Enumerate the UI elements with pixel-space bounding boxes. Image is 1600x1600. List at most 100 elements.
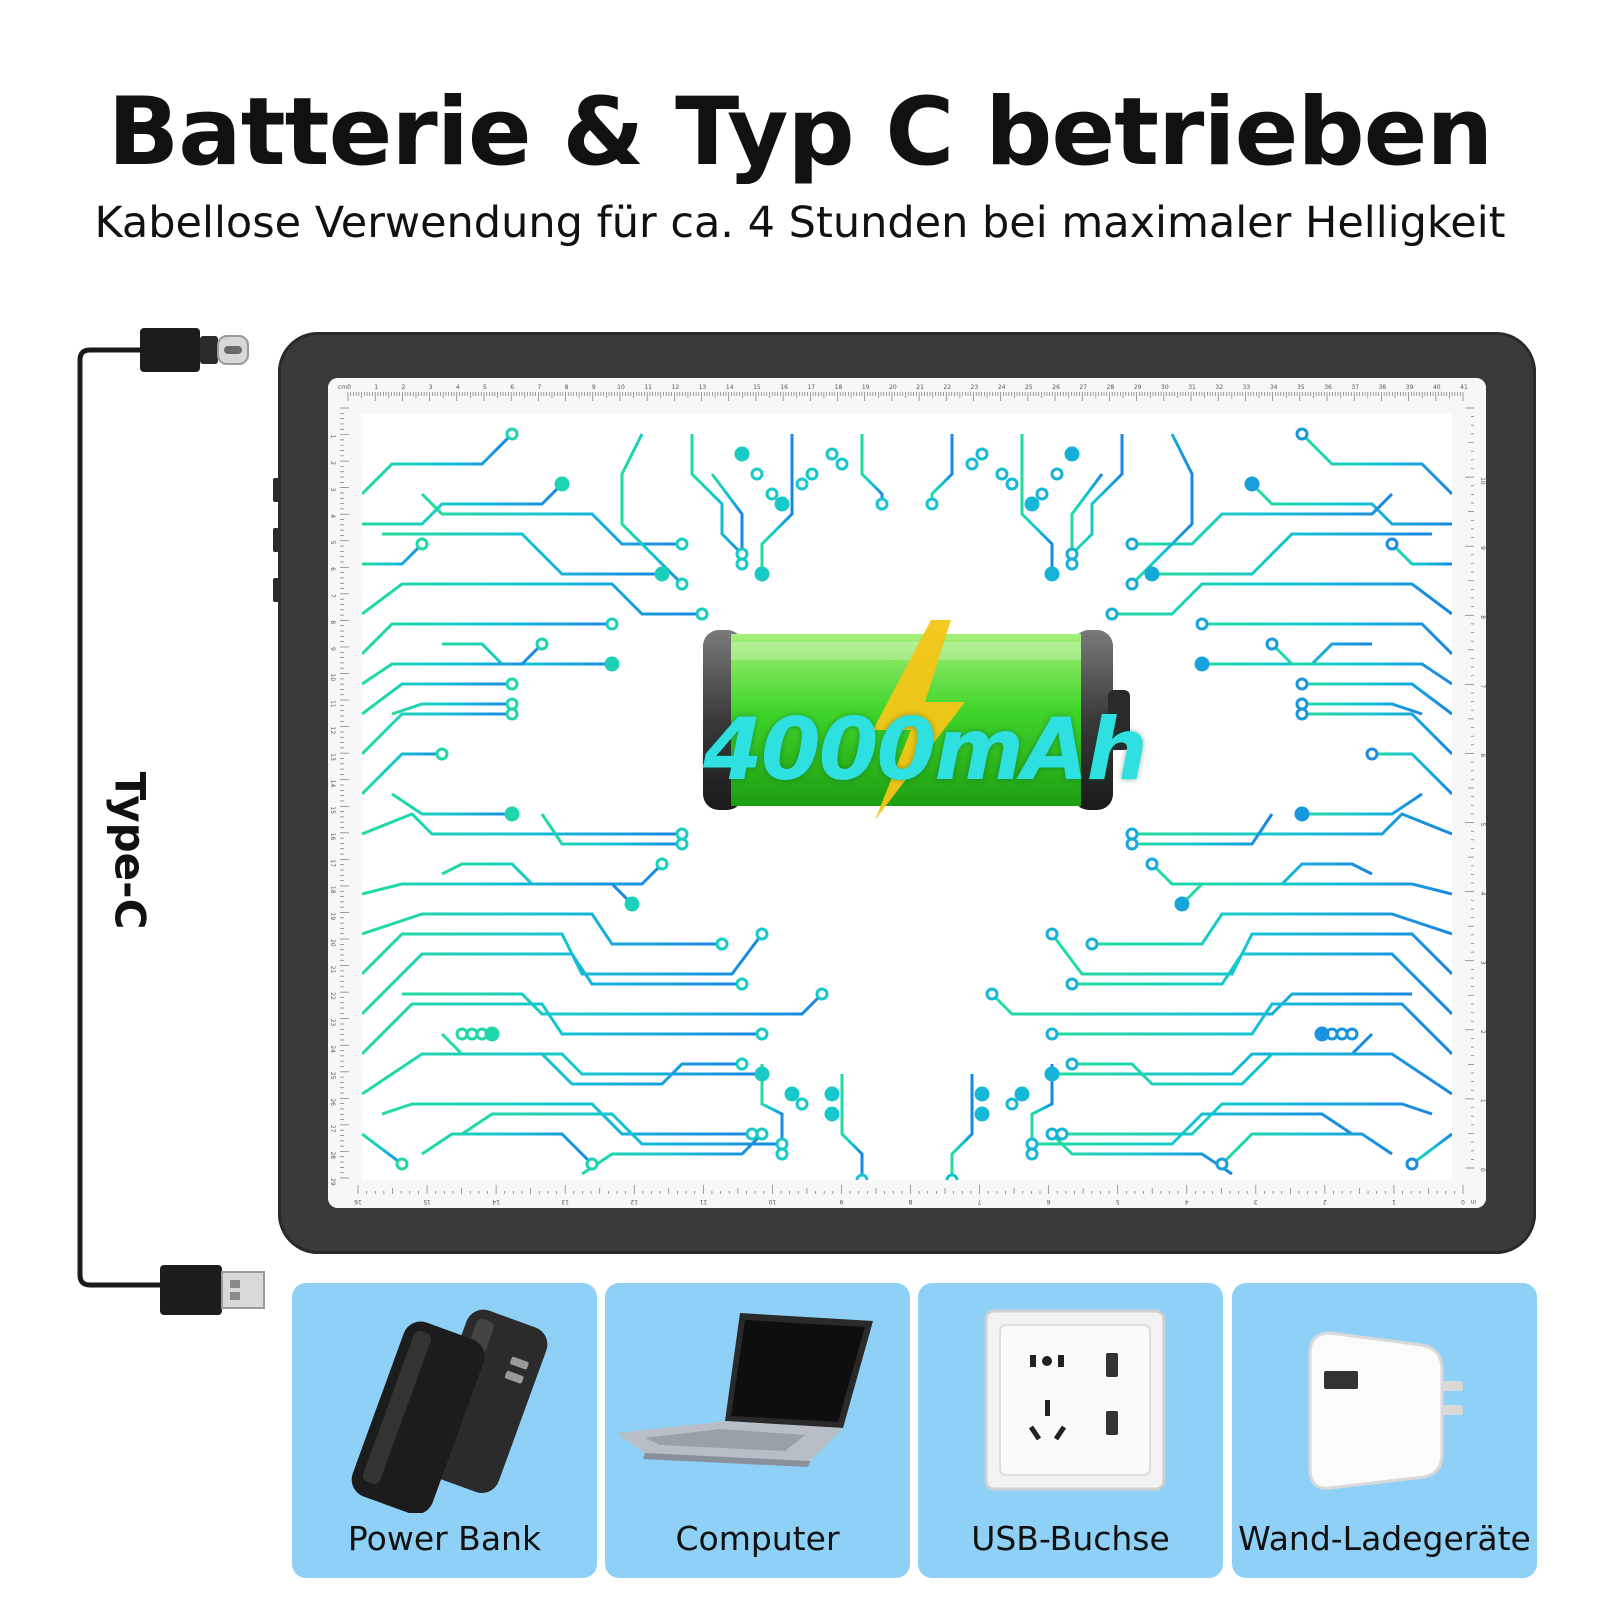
svg-text:6: 6 [329,567,336,571]
svg-text:29: 29 [329,1178,336,1186]
svg-text:14: 14 [726,384,734,391]
svg-text:9: 9 [329,647,336,651]
svg-text:0: 0 [1479,1168,1486,1172]
svg-text:24: 24 [329,1045,336,1053]
power-source-card: Wand-Ladegeräte [1232,1283,1537,1578]
svg-text:39: 39 [1406,384,1414,391]
svg-text:37: 37 [1351,384,1359,391]
circuit-pattern [362,427,1452,1180]
svg-text:9: 9 [1479,546,1486,550]
svg-text:16: 16 [354,1198,362,1205]
svg-text:0: 0 [347,384,351,391]
svg-text:2: 2 [329,461,336,465]
svg-text:22: 22 [329,992,336,1000]
svg-text:14: 14 [492,1198,500,1205]
svg-text:16: 16 [780,384,788,391]
side-button [273,478,279,502]
svg-text:2: 2 [1323,1198,1327,1205]
laptop-icon [617,1313,873,1467]
svg-text:7: 7 [977,1198,981,1205]
power-source-card: Computer [605,1283,910,1578]
svg-text:28: 28 [329,1151,336,1159]
svg-text:17: 17 [807,384,815,391]
power-source-label: Power Bank [347,1519,542,1558]
svg-text:14: 14 [329,780,336,788]
svg-text:4: 4 [329,514,336,518]
svg-text:24: 24 [998,384,1006,391]
svg-text:6: 6 [510,384,514,391]
svg-text:18: 18 [329,886,336,894]
svg-text:4: 4 [1479,892,1486,896]
svg-text:35: 35 [1297,384,1305,391]
svg-text:3: 3 [1254,1198,1258,1205]
svg-text:10: 10 [768,1198,776,1205]
svg-text:15: 15 [329,806,336,814]
svg-text:12: 12 [630,1198,638,1205]
svg-text:16: 16 [329,833,336,841]
power-source-list: Power Bank Computer USB-Buchse [292,1283,1537,1578]
svg-text:32: 32 [1215,384,1223,391]
side-button [273,528,279,552]
svg-text:15: 15 [753,384,761,391]
power-source-label: Wand-Ladegeräte [1238,1519,1531,1558]
svg-text:3: 3 [1479,961,1486,965]
power-source-card: USB-Buchse [918,1283,1223,1578]
svg-text:8: 8 [908,1198,912,1205]
svg-text:2: 2 [1479,1030,1486,1034]
page-title: Batterie & Typ C betrieben [107,78,1494,187]
cable-type-label: Type-C [105,771,155,929]
svg-text:8: 8 [565,384,569,391]
svg-text:7: 7 [537,384,541,391]
svg-text:26: 26 [1052,384,1060,391]
svg-text:12: 12 [329,727,336,735]
svg-text:10: 10 [617,384,625,391]
svg-text:11: 11 [329,700,336,708]
svg-text:8: 8 [1479,615,1486,619]
svg-text:in: in [1470,1198,1476,1205]
svg-text:13: 13 [329,753,336,761]
svg-text:13: 13 [561,1198,569,1205]
svg-text:6: 6 [1047,1198,1051,1205]
svg-text:0: 0 [1461,1198,1465,1205]
svg-text:23: 23 [971,384,979,391]
svg-text:13: 13 [699,384,707,391]
svg-text:4: 4 [456,384,460,391]
svg-text:33: 33 [1243,384,1251,391]
svg-text:29: 29 [1134,384,1142,391]
svg-text:5: 5 [1116,1198,1120,1205]
svg-text:4: 4 [1185,1198,1189,1205]
svg-text:20: 20 [329,939,336,947]
usb-socket-icon [984,1309,1166,1491]
svg-text:1: 1 [1479,1099,1486,1103]
svg-text:18: 18 [835,384,843,391]
svg-text:12: 12 [672,384,680,391]
svg-text:34: 34 [1270,384,1278,391]
svg-text:9: 9 [592,384,596,391]
svg-text:20: 20 [889,384,897,391]
wall-charger-icon [1308,1331,1463,1490]
svg-text:31: 31 [1188,384,1196,391]
svg-text:17: 17 [329,859,336,867]
page-subtitle: Kabellose Verwendung für ca. 4 Stunden b… [94,198,1506,248]
svg-text:9: 9 [839,1198,843,1205]
power-source-label: USB-Buchse [971,1519,1170,1558]
side-button [273,578,279,602]
svg-text:cm: cm [338,384,347,391]
svg-text:8: 8 [329,620,336,624]
svg-text:21: 21 [329,966,336,974]
svg-text:22: 22 [943,384,951,391]
svg-text:1: 1 [374,384,378,391]
svg-text:27: 27 [329,1125,336,1133]
svg-text:2: 2 [401,384,405,391]
svg-text:38: 38 [1379,384,1387,391]
svg-text:5: 5 [1479,823,1486,827]
svg-text:11: 11 [644,384,652,391]
svg-text:3: 3 [429,384,433,391]
svg-text:10: 10 [1479,477,1486,485]
svg-text:23: 23 [329,1019,336,1027]
svg-text:27: 27 [1079,384,1087,391]
svg-text:21: 21 [916,384,924,391]
svg-text:5: 5 [483,384,487,391]
svg-text:7: 7 [329,594,336,598]
svg-text:19: 19 [329,912,336,920]
